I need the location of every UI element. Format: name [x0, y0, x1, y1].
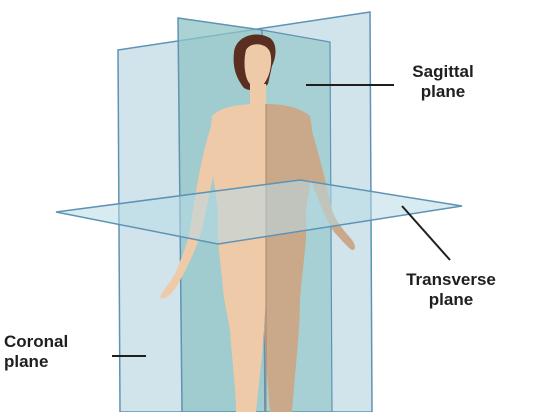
coronal-label-line2: plane: [4, 352, 84, 372]
coronal-plane-label: Coronal plane: [4, 332, 84, 372]
transverse-label-line1: Transverse: [396, 270, 506, 290]
transverse-label-line2: plane: [396, 290, 506, 310]
sagittal-plane-label: Sagittal plane: [398, 62, 488, 102]
sagittal-label-line2: plane: [398, 82, 488, 102]
neck: [250, 84, 266, 106]
coronal-label-line1: Coronal: [4, 332, 84, 352]
transverse-plane: [56, 180, 462, 244]
transverse-plane-label: Transverse plane: [396, 270, 506, 310]
sagittal-label-line1: Sagittal: [398, 62, 488, 82]
transverse-leader-line: [402, 206, 450, 260]
